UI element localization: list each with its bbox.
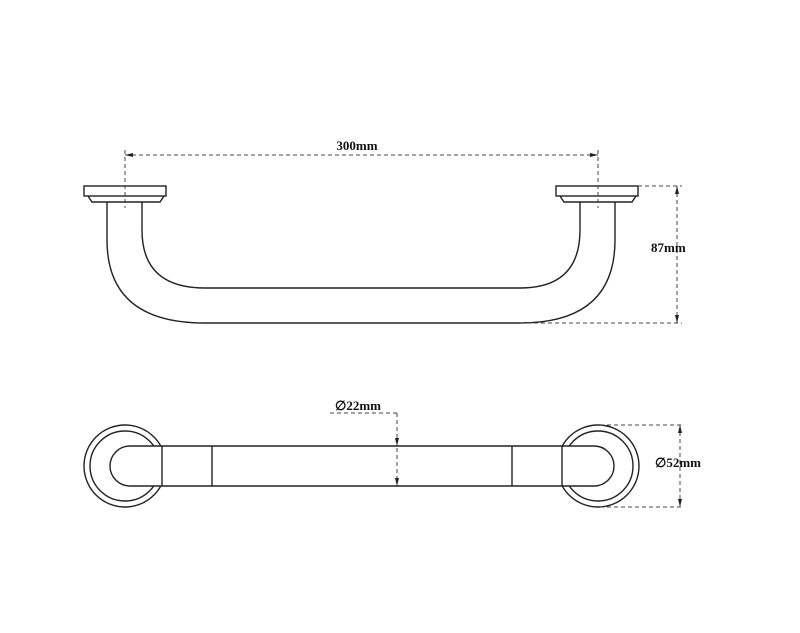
- flange-diameter-label: ∅52mm: [655, 455, 701, 470]
- tube-inner: [141, 202, 581, 289]
- right-flange: [555, 185, 639, 203]
- projection-label: 87mm: [651, 240, 686, 255]
- side-view: 300mm 87mm: [83, 138, 686, 324]
- length-label: 300mm: [336, 138, 377, 153]
- bar-top: [109, 445, 615, 487]
- tube-outer: [106, 202, 616, 324]
- tube-diameter-label: ∅22mm: [335, 398, 381, 413]
- top-view: ∅22mm ∅52mm: [83, 398, 701, 508]
